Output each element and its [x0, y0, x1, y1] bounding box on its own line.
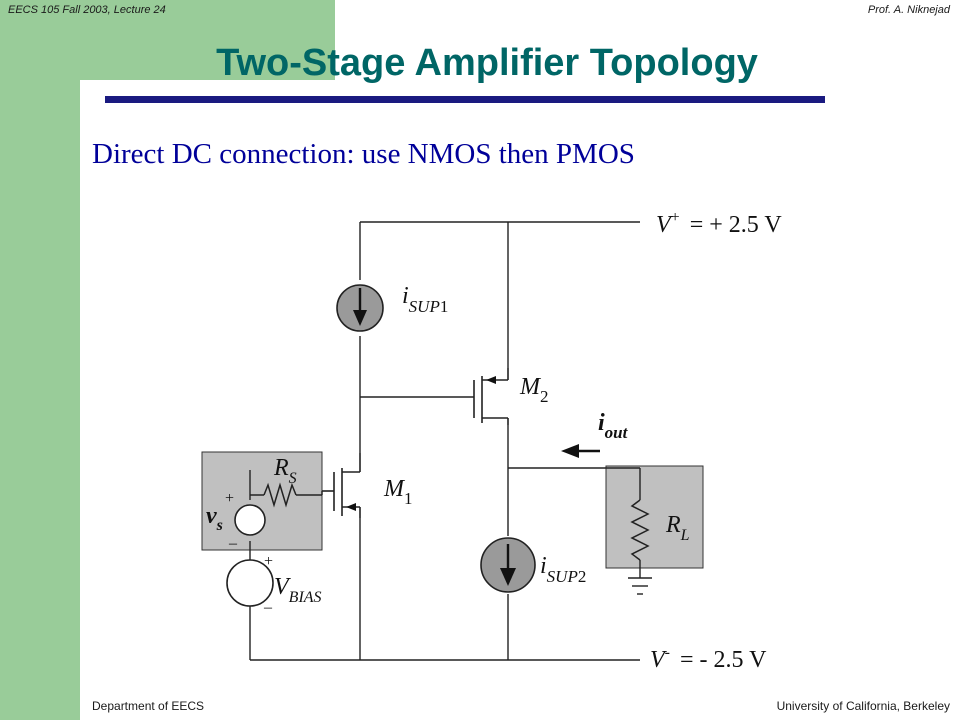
course-label: EECS 105 Fall 2003, Lecture 24 [8, 4, 166, 16]
header-band [80, 0, 335, 80]
rl-sub: L [680, 527, 690, 544]
isup1-num: 1 [440, 297, 449, 316]
instructor-label: Prof. A. Niknejad [867, 4, 950, 16]
isup1-main: i [402, 283, 409, 309]
corner-curve [80, 80, 160, 160]
svg-text:M1: M1 [383, 476, 413, 508]
vminus-value: = - 2.5 V [680, 647, 767, 673]
m1-sub: 1 [404, 489, 413, 508]
svg-text:M2: M2 [519, 374, 549, 406]
vbias-minus-sign: – [263, 599, 273, 616]
vs-sub: s [216, 517, 223, 534]
vbias-source-icon [226, 559, 274, 607]
isup1-source-icon [336, 284, 384, 332]
svg-text:V+= + 2.5 V: V+ = + 2.5 V [656, 209, 782, 238]
source-shade-box [201, 451, 323, 551]
rl-resistor-icon [630, 499, 650, 561]
m2-main: M [519, 374, 542, 400]
svg-text:iout: iout [598, 410, 629, 442]
svg-text:RL: RL [665, 512, 690, 544]
vs-minus-sign: – [228, 535, 238, 552]
svg-text:iSUP2: iSUP2 [540, 553, 586, 586]
vplus-value: = + 2.5 V [690, 212, 783, 238]
university-label: University of California, Berkeley [776, 699, 950, 713]
slide-title: Two-Stage Amplifier Topology [216, 42, 758, 84]
m1-main: M [383, 476, 406, 502]
iout-arrow-icon [561, 444, 600, 458]
ground-icon [628, 577, 652, 595]
rs-resistor-icon [250, 482, 323, 508]
iout-sub: out [605, 423, 629, 442]
rs-main: R [273, 455, 289, 481]
title-underline [105, 96, 825, 103]
m2-transistor-icon [473, 368, 509, 425]
vminus-symbol: V [650, 647, 667, 673]
isup1-sub: SUP [409, 297, 440, 316]
isup2-sub: SUP [547, 567, 578, 586]
isup2-source-icon [480, 537, 536, 593]
vs-source-icon [234, 504, 266, 536]
vbias-plus-sign: + [264, 553, 273, 570]
vplus-symbol: V [656, 212, 673, 238]
isup2-main: i [540, 553, 547, 579]
svg-text:VBIAS: VBIAS [274, 574, 322, 606]
slide-subtitle: Direct DC connection: use NMOS then PMOS [92, 138, 635, 170]
isup2-num: 2 [578, 567, 587, 586]
svg-text:vs: vs [206, 503, 223, 534]
svg-text:RS: RS [273, 455, 297, 487]
department-label: Department of EECS [92, 699, 205, 713]
vbias-sub: BIAS [289, 589, 322, 606]
m1-transistor-icon [322, 453, 361, 518]
svg-text:V-= - 2.5 V: V-= - 2.5 V [650, 644, 767, 673]
load-shade-box [605, 465, 704, 569]
vplus-superscript: + [671, 209, 680, 226]
sidebar-band [0, 0, 80, 720]
rs-sub: S [289, 470, 297, 487]
iout-main: i [598, 410, 605, 436]
vs-main: v [206, 503, 217, 529]
vminus-superscript: - [665, 644, 670, 661]
vs-plus-sign: + [225, 490, 234, 507]
svg-text:iSUP1: iSUP1 [402, 283, 448, 316]
m2-sub: 2 [540, 387, 549, 406]
vbias-main: V [274, 574, 291, 600]
rl-main: R [665, 512, 681, 538]
